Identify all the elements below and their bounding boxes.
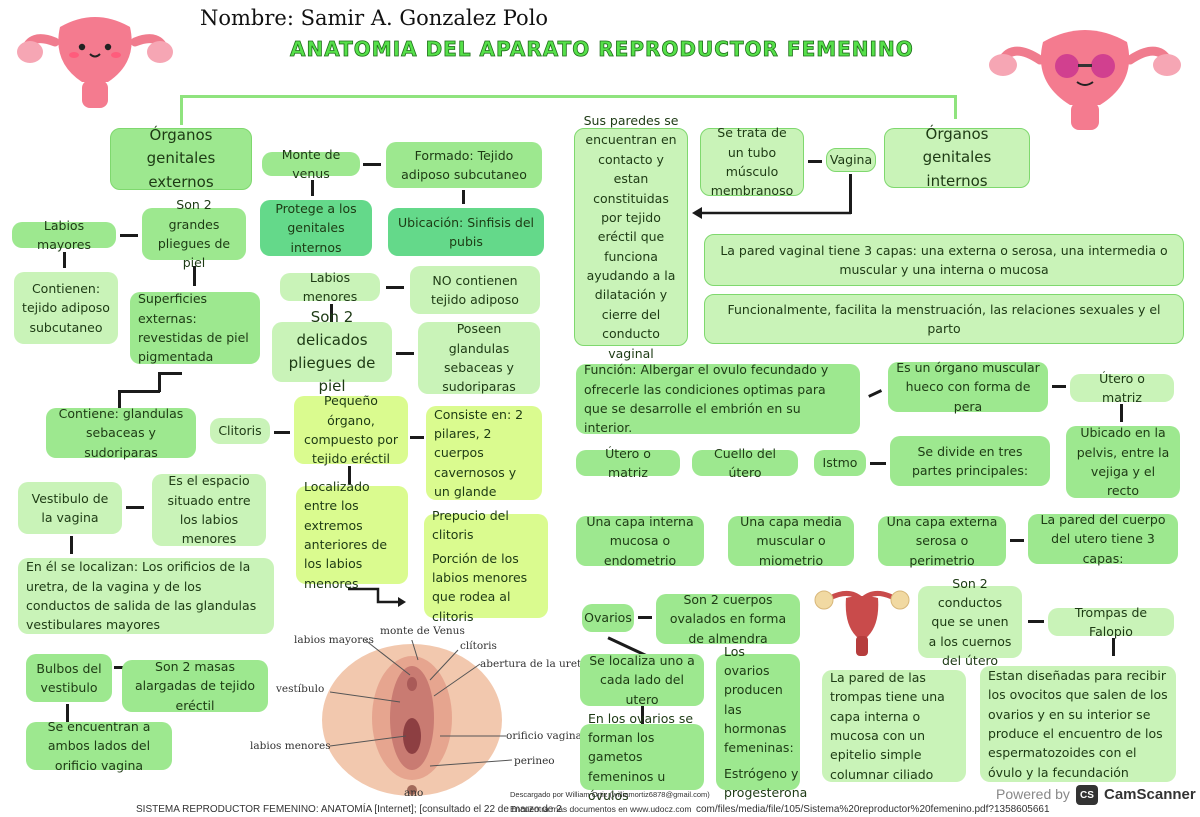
uterus-mascot-left — [10, 2, 180, 120]
contienen-box: Contienen: tejido adiposo subcutaneo — [14, 272, 118, 344]
labios-mayores-box: Labios mayores — [12, 218, 116, 252]
funcionalmente-box: Funcionalmente, facilita la menstruación… — [704, 294, 1184, 344]
bulbos-box: Bulbos del vestibulo — [26, 654, 112, 702]
se-localizan-box: En él se localizan: Los orificios de la … — [18, 558, 274, 634]
espacio-box: Es el espacio situado entre los labios m… — [152, 473, 266, 546]
prepucio-desc: Porción de los labios menores que rodea … — [432, 550, 528, 624]
internal-organs-heading: Órganos genitales internos — [884, 125, 1030, 190]
ambos-lados-box: Se encuentran a ambos lados del orificio… — [26, 719, 172, 773]
camscanner-badge: CS — [1076, 785, 1098, 805]
pequeno-organo-box: Pequeño órgano, compuesto por tejido eré… — [294, 393, 408, 466]
reference-text: SISTEMA REPRODUCTOR FEMENINO: ANATOMÍA [… — [136, 804, 562, 815]
figure-pointer-lines — [330, 640, 513, 767]
camscanner-text: CamScanner — [1104, 786, 1196, 803]
formado-box: Formado: Tejido adiposo subcutaneo — [386, 142, 542, 188]
ovarios-box: Ovarios — [582, 604, 634, 632]
hormonas-list: Estrógeno y progesterona — [724, 765, 808, 801]
capa-externa-box: Una capa externa serosa o perimetrio — [878, 514, 1006, 568]
disenadas-box: Estan diseñadas para recibir los ovocito… — [980, 666, 1176, 782]
vestibulo-box: Vestibulo de la vagina — [18, 482, 122, 534]
parte-cuello-box: Cuello del útero — [692, 446, 798, 480]
label-labios-menores: labios menores — [250, 740, 331, 752]
label-perineo: perineo — [514, 755, 555, 767]
prepucio-title: Prepucio del clitoris — [432, 507, 509, 543]
capa-interna-box: Una capa interna mucosa o endometrio — [576, 514, 704, 568]
vagina-box: Vagina — [826, 148, 876, 172]
prepucio-box: Prepucio del clitoris Porción de los lab… — [424, 508, 548, 624]
contiene-glandulas-box: Contiene: glandulas sebaceas y sudoripar… — [46, 406, 196, 460]
top-connector-right — [954, 95, 957, 119]
capa-media-box: Una capa media muscular o miometrio — [728, 514, 854, 568]
reference-text-end: com/files/media/file/105/Sistema%20repro… — [696, 804, 1050, 815]
pared-trompas-box: La pared de las trompas tiene una capa i… — [822, 670, 966, 782]
hormonas-title: Los ovarios producen las hormonas femeni… — [724, 643, 794, 756]
more-docs-notice: Encuentra más documentos en www.udocz.co… — [510, 804, 692, 814]
protege-box: Protege a los genitales internos — [260, 200, 372, 256]
glandulas-sebaceas-box: Poseen glandulas sebaceas y sudoriparas — [418, 321, 540, 394]
uterus-sunglasses-mascot — [985, 20, 1185, 135]
paredes-box: Sus paredes se encuentran en contacto y … — [574, 113, 688, 361]
labios-menores-box: Labios menores — [280, 270, 380, 304]
consiste-box: Consiste en: 2 pilares, 2 cuerpos cavern… — [426, 406, 542, 500]
top-connector — [180, 95, 957, 98]
grandes-pliegues-box: Son 2 grandes pliegues de piel — [142, 197, 246, 270]
clitoris-box: Clitoris — [210, 418, 270, 444]
arrow-to-paredes — [690, 204, 852, 220]
student-name: Nombre: Samir A. Gonzalez Polo — [200, 6, 549, 30]
organo-muscular-box: Es un órgano muscular hueco con forma de… — [888, 360, 1048, 414]
localizado-box: Localizado entre los extremos anteriores… — [296, 479, 408, 591]
page-title: ANATOMIA DEL APARATO REPRODUCTOR FEMENIN… — [290, 37, 914, 62]
cada-lado-box: Se localiza uno a cada lado del utero — [580, 653, 704, 707]
cuerpos-ovalados-box: Son 2 cuerpos ovalados en forma de almen… — [656, 592, 800, 646]
powered-by-text: Powered by — [996, 786, 1070, 802]
ubicado-box: Ubicado en la pelvis, entre la vejiga y … — [1066, 425, 1180, 498]
gametos-box: En los ovarios se forman los gametos fem… — [580, 711, 704, 803]
pared-capas-box: La pared vaginal tiene 3 capas: una exte… — [704, 234, 1184, 286]
arrow-to-prepucio — [348, 586, 408, 608]
label-vestibulo: vestíbulo — [276, 683, 325, 695]
ubicacion-box: Ubicación: Sinfisis del pubis — [388, 208, 544, 256]
download-notice: Descargado por William Ortiz (williamort… — [510, 790, 710, 799]
funcion-box: Función: Albergar el ovulo fecundado y o… — [576, 362, 860, 435]
pared-cuerpo-box: La pared del cuerpo del utero tiene 3 ca… — [1028, 512, 1178, 566]
superficies-box: Superficies externas: revestidas de piel… — [130, 291, 260, 364]
label-orificio-vaginal: orificio vaginal — [506, 730, 586, 742]
divide-box: Se divide en tres partes principales: — [890, 436, 1050, 486]
external-organs-heading: Órganos genitales externos — [110, 126, 252, 191]
monte-venus-box: Monte de venus — [262, 147, 360, 181]
label-labios-mayores: labios mayores — [294, 634, 374, 646]
delicados-pliegues-box: Son 2 delicados pliegues de piel — [272, 308, 392, 395]
uterus-illustration — [810, 576, 914, 660]
masas-box: Son 2 masas alargadas de tejido eréctil — [122, 659, 268, 713]
camscanner-badge-text: CS — [1080, 789, 1094, 801]
label-abertura-uretra: abertura de la uretra — [480, 658, 593, 670]
tubo-box: Se trata de un tubo músculo membranoso — [700, 125, 804, 198]
label-ano: ano — [404, 787, 424, 799]
no-contienen-box: NO contienen tejido adiposo — [410, 266, 540, 314]
trompas-box: Trompas de Falopio — [1048, 605, 1174, 639]
utero-matriz-box: Útero o matriz — [1070, 371, 1174, 405]
label-clitoris: clítoris — [460, 640, 497, 652]
hormonas-box: Los ovarios producen las hormonas femeni… — [716, 644, 807, 800]
external-genitalia-figure — [318, 640, 506, 798]
parte-utero-box: Útero o matriz — [576, 446, 680, 480]
label-monte-venus: monte de Venus — [380, 625, 465, 637]
conductos-box: Son 2 conductos que se unen a los cuerno… — [918, 576, 1022, 668]
parte-istmo-box: Istmo — [814, 450, 866, 476]
top-connector-left — [180, 95, 183, 125]
